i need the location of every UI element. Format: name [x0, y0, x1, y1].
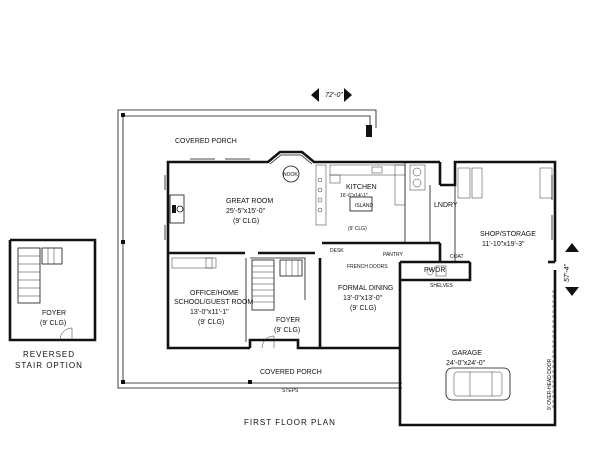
great-room-label: GREAT ROOM: [226, 198, 273, 205]
reversed-stair-inset: [8, 238, 97, 342]
car-icon: [445, 367, 511, 401]
arrow-left-icon: [311, 88, 319, 102]
width-dimension-label: 72'-0": [325, 92, 343, 99]
kitchen-cabinets: [315, 164, 406, 226]
powder-label: PWDR: [424, 267, 445, 274]
depth-dimension: 57'-4": [564, 243, 579, 296]
arrow-up-icon: [565, 243, 579, 252]
office-label-1: OFFICE/HOME: [190, 290, 239, 297]
french-doors-label: FRENCH DOORS: [347, 264, 388, 270]
shelves-label: SHELVES: [430, 283, 453, 289]
covered-porch-bottom-label: COVERED PORCH: [260, 369, 322, 376]
foyer-clg: (9' CLG): [274, 327, 300, 334]
office-size: 13'-0"x11'-1": [190, 309, 229, 316]
office-clg: (9' CLG): [198, 319, 224, 326]
inset-foyer-label: FOYER: [42, 310, 66, 317]
fireplace-icon: [169, 194, 185, 224]
stairs-icon: [251, 259, 303, 311]
inset-caption-1: REVERSED: [23, 350, 75, 359]
plan-title: FIRST FLOOR PLAN: [244, 418, 336, 427]
dining-size: 13'-0"x13'-0": [343, 295, 383, 302]
laundry-fixtures: [409, 164, 553, 199]
laundry-label: LNDRY: [434, 202, 458, 209]
garage-label: GARAGE: [452, 350, 482, 357]
dining-clg: (9' CLG): [350, 305, 376, 312]
steps-label: STEPS: [282, 388, 299, 394]
arrow-right-icon: [344, 88, 352, 102]
porch-outline: [117, 109, 402, 389]
kitchen-clg: (9' CLG): [348, 226, 367, 232]
garage-door-label: 9' OVER-HEAD DOOR: [547, 358, 553, 410]
arrow-down-icon: [565, 287, 579, 296]
great-room-clg: (9' CLG): [233, 218, 259, 225]
office-label-2: SCHOOL/GUEST ROOM: [174, 299, 253, 306]
depth-dimension-label: 57'-4": [564, 264, 571, 282]
pantry-label: PANTRY: [383, 252, 403, 258]
island-icon: [349, 196, 373, 212]
nook-label: NOOK: [283, 172, 298, 178]
shop-size: 11'-10"x19'-3": [482, 241, 525, 248]
foyer-label: FOYER: [276, 317, 300, 324]
front-door-icon: [261, 335, 275, 349]
covered-porch-top-label: COVERED PORCH: [175, 138, 237, 145]
inset-foyer-clg: (9' CLG): [40, 320, 66, 327]
nook-bay: [269, 154, 313, 183]
width-dimension: 72'-0": [311, 88, 352, 102]
coat-label: COAT: [450, 254, 464, 260]
inset-caption-2: STAIR OPTION: [15, 361, 83, 370]
kitchen-label: KITCHEN: [346, 184, 377, 191]
garage-size: 24'-0"x24'-0": [446, 360, 486, 367]
powder-room-fixtures: [426, 265, 447, 277]
dining-label: FORMAL DINING: [338, 285, 393, 292]
office-fixtures: [171, 257, 217, 269]
island-label: ISLAND: [355, 203, 373, 209]
desk-label: DESK: [330, 248, 344, 254]
shop-label: SHOP/STORAGE: [480, 231, 536, 238]
kitchen-size: 16'-6"x14'-1": [340, 193, 368, 199]
great-room-size: 25'-5"x15'-0": [226, 208, 266, 215]
